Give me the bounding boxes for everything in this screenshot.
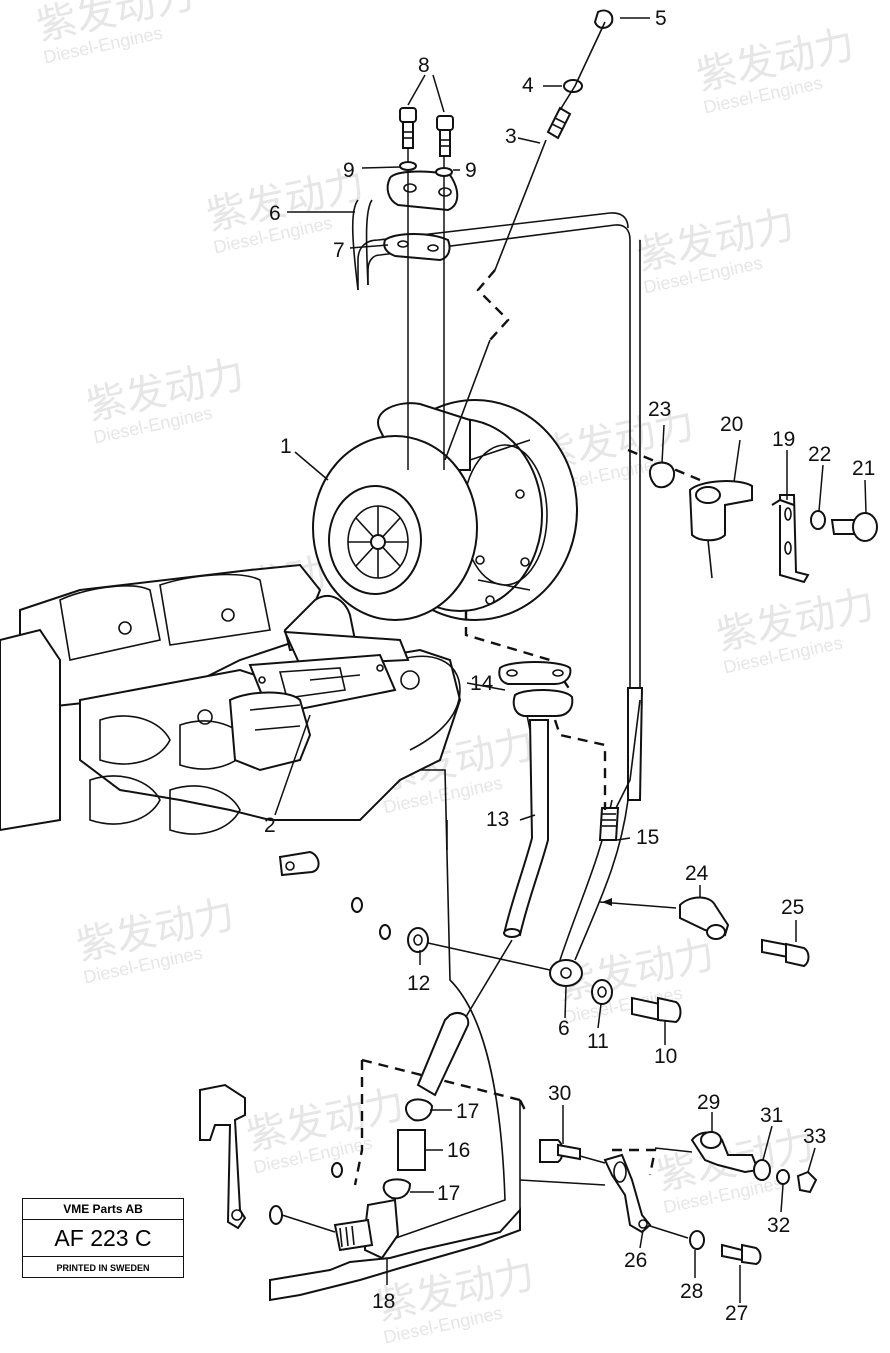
callout-12: 12: [407, 972, 430, 995]
company-name: VME Parts AB: [23, 1199, 183, 1220]
callout-31: 31: [760, 1104, 783, 1127]
callout-23: 23: [648, 398, 671, 421]
callout-3: 3: [505, 125, 517, 148]
callout-16: 16: [447, 1139, 470, 1162]
oil-feed-pipe: [351, 199, 644, 987]
callout-labels: 1 2 3 4 5 6 6 7 8 9 9 10 11 12 13 14 15 …: [264, 7, 875, 1325]
printed-note: PRINTED IN SWEDEN: [56, 1263, 150, 1273]
callout-32: 32: [767, 1214, 790, 1237]
callout-15: 15: [636, 826, 659, 849]
turbocharger: [283, 399, 578, 652]
callout-18: 18: [372, 1290, 395, 1313]
bolt-washer-set: [351, 897, 682, 1024]
callout-14: 14: [470, 672, 494, 695]
callout-4: 4: [522, 74, 534, 97]
callout-28: 28: [680, 1280, 703, 1303]
bolts-8: [399, 107, 454, 470]
callout-10: 10: [654, 1045, 677, 1068]
leader-lines: [274, 17, 867, 1303]
callout-2: 2: [264, 814, 276, 837]
callout-9-left: 9: [343, 159, 355, 182]
callout-6-top: 6: [269, 202, 281, 225]
callout-17-top: 17: [456, 1100, 479, 1123]
callout-29: 29: [697, 1091, 720, 1114]
callout-5: 5: [655, 7, 667, 30]
drain-pipe: [451, 661, 574, 1041]
callout-30: 30: [548, 1082, 571, 1105]
diagram-code: AF 223 C: [23, 1220, 183, 1257]
callout-17-bottom: 17: [437, 1182, 460, 1205]
callout-21: 21: [852, 457, 875, 480]
gasket-2: [228, 630, 410, 772]
banjo-24: [599, 896, 810, 968]
callout-27: 27: [725, 1302, 748, 1325]
callout-9-right: 9: [465, 159, 477, 182]
callout-7: 7: [333, 239, 345, 262]
callout-6-bottom: 6: [558, 1017, 570, 1040]
callout-11: 11: [587, 1030, 609, 1053]
stud-nut-assembly: [444, 9, 614, 461]
clamp-assembly: [648, 461, 878, 584]
linkage-assembly: [519, 1131, 818, 1266]
callout-33: 33: [803, 1125, 826, 1148]
callout-26: 26: [624, 1249, 647, 1272]
callout-19: 19: [772, 428, 795, 451]
banjo-fitting-top: [386, 170, 459, 212]
callout-8: 8: [418, 54, 430, 77]
washers-9: [399, 161, 453, 177]
callout-1: 1: [280, 435, 292, 458]
hose-assembly: [269, 1012, 470, 1260]
callout-24: 24: [685, 862, 709, 885]
callout-20: 20: [720, 413, 743, 436]
callout-13: 13: [486, 808, 509, 831]
callout-25: 25: [781, 896, 804, 919]
title-block: VME Parts AB AF 223 C PRINTED IN SWEDEN: [22, 1198, 184, 1278]
callout-22: 22: [808, 443, 831, 466]
gasket-7: [383, 233, 451, 262]
